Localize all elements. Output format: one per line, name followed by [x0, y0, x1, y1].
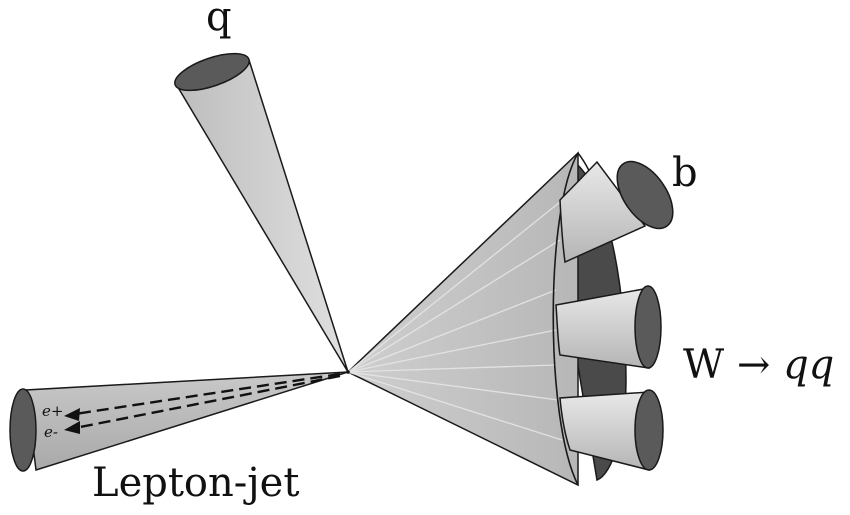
w-decay-products: qq [783, 342, 835, 388]
positron-label: e+ [42, 402, 64, 420]
b-jet-label: b [672, 150, 698, 196]
positron-track [74, 372, 341, 416]
w-subjet-cone-lower [559, 389, 664, 471]
electron-label: e- [44, 423, 58, 441]
electron-arrowhead [64, 421, 80, 434]
electron-track [74, 374, 341, 430]
lepton-jet-label: Lepton-jet [92, 460, 300, 506]
q-jet-cone [174, 52, 349, 373]
w-decay-prefix: W → [683, 342, 784, 388]
positron-arrowhead [64, 408, 80, 421]
q-jet-label: q [206, 0, 232, 40]
interaction-vertex [346, 370, 350, 374]
w-subjet-cone-upper [555, 285, 662, 369]
lepton-jet-cone [9, 371, 349, 472]
w-decay-label: W → qq [683, 342, 834, 388]
b-subjet-cone [559, 160, 674, 264]
